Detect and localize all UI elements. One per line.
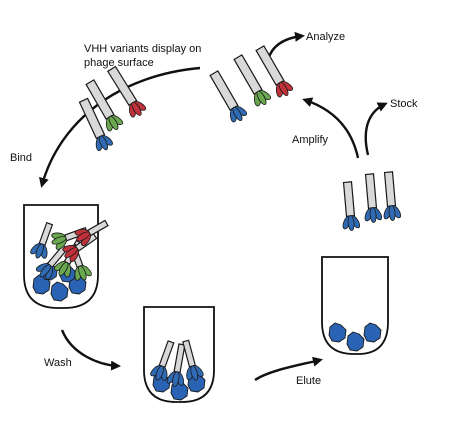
phage-particle xyxy=(166,343,186,387)
phage-particle xyxy=(209,70,248,123)
arrow-amplify-to-display xyxy=(302,97,360,159)
phage-body xyxy=(182,339,197,368)
bind-tube xyxy=(23,204,99,309)
vhh-domain xyxy=(278,81,289,96)
vhh-domain xyxy=(39,264,52,278)
label-bind: Bind xyxy=(10,152,32,164)
phage-particle xyxy=(106,65,147,118)
label-amplify: Amplify xyxy=(292,134,329,146)
phage-particle xyxy=(182,339,204,381)
vhh-domain xyxy=(51,236,67,245)
phage-body xyxy=(255,45,285,86)
target-antigen xyxy=(363,322,382,343)
wash-tube xyxy=(143,306,215,403)
phage-particle xyxy=(342,181,361,231)
phage-particle xyxy=(35,244,69,280)
vhh-domain xyxy=(76,231,91,242)
elute-tube xyxy=(321,256,389,355)
target-antigen xyxy=(50,281,69,302)
arrow-bind-to-wash xyxy=(60,329,121,371)
label-analyze: Analyze xyxy=(306,31,345,43)
target-antigen xyxy=(346,331,365,352)
label-stock: Stock xyxy=(390,98,418,110)
vhh-domain xyxy=(58,261,69,276)
arrow-to-stock xyxy=(364,102,388,156)
phage-body xyxy=(233,54,263,95)
vhh-domain xyxy=(369,207,377,223)
phage-body xyxy=(342,181,356,218)
label-wash: Wash xyxy=(44,357,72,369)
bind-tube-contents xyxy=(30,219,109,302)
wash-tube-contents xyxy=(150,339,206,401)
stock-phage-group xyxy=(342,171,402,231)
tubes xyxy=(23,204,389,403)
target-antigen xyxy=(328,322,347,343)
phage-particle xyxy=(150,340,175,381)
phage-particle xyxy=(383,171,402,221)
vhh-domain xyxy=(388,205,396,221)
display-phage-group xyxy=(78,65,147,152)
stage-labels: VHH variants display on phage surface An… xyxy=(10,31,418,387)
vhh-domain xyxy=(98,135,108,151)
vhh-domain xyxy=(347,215,355,231)
analyze-phage-group xyxy=(209,45,294,123)
phage-body xyxy=(209,70,239,111)
elute-tube-contents xyxy=(328,322,382,352)
phage-body xyxy=(364,173,378,210)
phage-body xyxy=(383,171,397,208)
phage-particle xyxy=(85,79,124,132)
phage-particle xyxy=(255,45,294,98)
phage-particle xyxy=(364,173,383,223)
phage-body xyxy=(173,343,186,374)
arrow-wash-to-elute xyxy=(254,356,323,382)
vhh-domain xyxy=(131,101,142,116)
label-display-line2: phage surface xyxy=(84,57,154,69)
vhh-domain xyxy=(155,365,164,381)
vhh-domain xyxy=(232,106,243,121)
vhh-domain xyxy=(256,90,267,105)
phage-particle xyxy=(74,219,109,247)
phage-body xyxy=(38,221,54,247)
phage-particle xyxy=(30,221,54,259)
phage-particle xyxy=(78,97,113,152)
label-display-line1: VHH variants display on xyxy=(84,43,201,55)
phage-particle xyxy=(233,54,272,107)
label-elute: Elute xyxy=(296,375,321,387)
vhh-domain xyxy=(172,371,180,387)
arrow-to-analyze xyxy=(266,31,305,61)
vhh-domain xyxy=(78,265,87,281)
vhh-domain xyxy=(35,243,44,259)
phage-body xyxy=(158,340,175,369)
vhh-domain xyxy=(190,365,199,381)
vhh-domain xyxy=(108,115,119,130)
